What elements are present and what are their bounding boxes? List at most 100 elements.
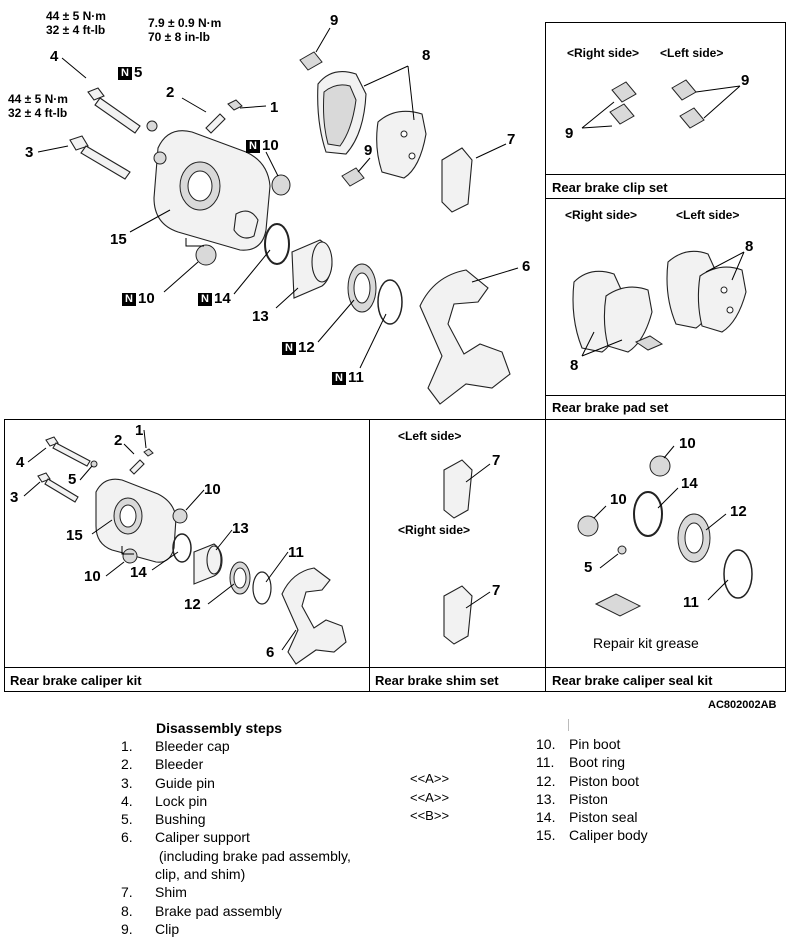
step-number: 5. [121, 811, 133, 828]
step-number: 13. [536, 790, 556, 807]
step-text: Lock pin [155, 792, 208, 809]
step-number: 3. [121, 774, 133, 791]
caliper-kit-drawing [23, 429, 347, 665]
pad-right-side-label: <Right side> [565, 208, 638, 222]
n-badge: N [332, 372, 346, 385]
shim-set-drawing [443, 459, 491, 645]
boot-ring-part [377, 279, 403, 325]
step-row: 4. Lock pin [121, 792, 351, 810]
kit-callout-13: 13 [232, 520, 249, 537]
seal-callout-11: 11 [683, 594, 699, 611]
step-text: Bushing [155, 811, 206, 828]
column-marker [568, 719, 569, 731]
pad-callout-8-left: 8 [570, 357, 579, 374]
step-number [121, 847, 155, 865]
step-row: 3. Guide pin [121, 774, 351, 792]
step-number: 1. [121, 738, 133, 754]
step-text: (including brake pad assembly, [155, 847, 351, 864]
kit-callout-3: 3 [10, 489, 19, 506]
caliper-kit-caption: Rear brake caliper kit [10, 673, 142, 688]
step-row: clip, and shim) [121, 865, 351, 883]
seal-kit-drawing [577, 445, 753, 617]
step-text: Guide pin [155, 774, 215, 791]
callout-15: 15 [110, 231, 127, 248]
bleeder-part [205, 113, 226, 134]
kit-callout-6: 6 [266, 644, 275, 661]
step-text: Clip [155, 920, 180, 937]
clip-upper-part [299, 51, 323, 71]
step-number: 6. [121, 829, 133, 846]
step-number: 10. [536, 736, 556, 752]
callout-7: 7 [507, 131, 516, 148]
step-number: 9. [121, 920, 133, 937]
clip-set-drawing [581, 79, 741, 129]
guide-pin-torque: 44 ± 5 N·m 32 ± 4 ft-lb [8, 92, 68, 120]
clip-callout-9-left: 9 [565, 125, 574, 142]
pad-left-side-label: <Left side> [676, 208, 740, 222]
kit-callout-10-lower: 10 [84, 568, 101, 585]
step-row: 11.Boot ring [536, 753, 648, 771]
kit-callout-14: 14 [130, 564, 147, 581]
n-badge: N [118, 67, 132, 80]
step-row: (including brake pad assembly, [121, 847, 351, 865]
pad-callout-8-right: 8 [745, 238, 754, 255]
step-row: 7. Shim [121, 883, 351, 901]
kit-callout-2: 2 [114, 432, 123, 449]
callout-1: 1 [270, 99, 279, 116]
ref-a-2: <<A>> [410, 790, 450, 805]
step-text: Bleeder cap [155, 738, 230, 754]
clip-callout-9-right: 9 [741, 72, 750, 89]
ref-a-1: <<A>> [410, 771, 450, 786]
brake-pad-inner-part [317, 71, 367, 155]
step-text: Brake pad assembly [155, 902, 282, 919]
callout-3: 3 [25, 144, 34, 161]
step-row: 14.Piston seal [536, 808, 648, 826]
bottom-caption-divider [4, 667, 786, 668]
bushing-part [146, 120, 158, 132]
n-badge: N [246, 140, 260, 153]
step-text: clip, and shim) [155, 866, 246, 883]
caliper-body-part [153, 130, 271, 251]
step-text: Caliper support [155, 829, 250, 846]
callout-4: 4 [50, 48, 59, 65]
pin-boot-upper-part [271, 174, 291, 196]
ref-b: <<B>> [410, 808, 450, 823]
step-row: 1. Bleeder cap [121, 737, 351, 755]
seal-callout-14: 14 [681, 475, 698, 492]
step-text: Piston [569, 790, 608, 807]
kit-callout-12: 12 [184, 596, 201, 613]
n-badge: N [198, 293, 212, 306]
guide-pin-part [69, 135, 131, 180]
step-number: 11. [536, 754, 555, 771]
clip-set-caption: Rear brake clip set [552, 180, 668, 195]
step-row: 5. Bushing [121, 810, 351, 828]
step-text: Caliper body [569, 827, 648, 844]
kit-callout-1: 1 [135, 422, 144, 439]
step-row: 9. Clip [121, 920, 351, 938]
step-number: 4. [121, 792, 133, 809]
step-number: 7. [121, 884, 133, 901]
callout-9-upper: 9 [330, 12, 339, 29]
step-row: 10.Pin boot [536, 735, 648, 753]
seal-callout-5: 5 [584, 559, 593, 576]
shim-right-side-label: <Right side> [398, 523, 471, 537]
seal-callout-12: 12 [730, 503, 747, 520]
pad-set-caption: Rear brake pad set [552, 400, 669, 415]
clip-caption-divider [545, 174, 786, 175]
callout-9-lower: 9 [364, 142, 373, 159]
seal-callout-10-lower: 10 [610, 491, 627, 508]
kit-callout-11: 11 [288, 544, 304, 561]
n-badge: N [282, 342, 296, 355]
step-text: Shim [155, 884, 187, 901]
kit-callout-10-upper: 10 [204, 481, 221, 498]
n-badge: N [122, 293, 136, 306]
step-number: 2. [121, 756, 133, 773]
lock-pin-torque: 44 ± 5 N·m 32 ± 4 ft-lb [46, 9, 106, 37]
caliper-support-part [419, 269, 511, 405]
callout-13: 13 [252, 308, 269, 325]
step-row: 8.Brake pad assembly [121, 902, 351, 920]
